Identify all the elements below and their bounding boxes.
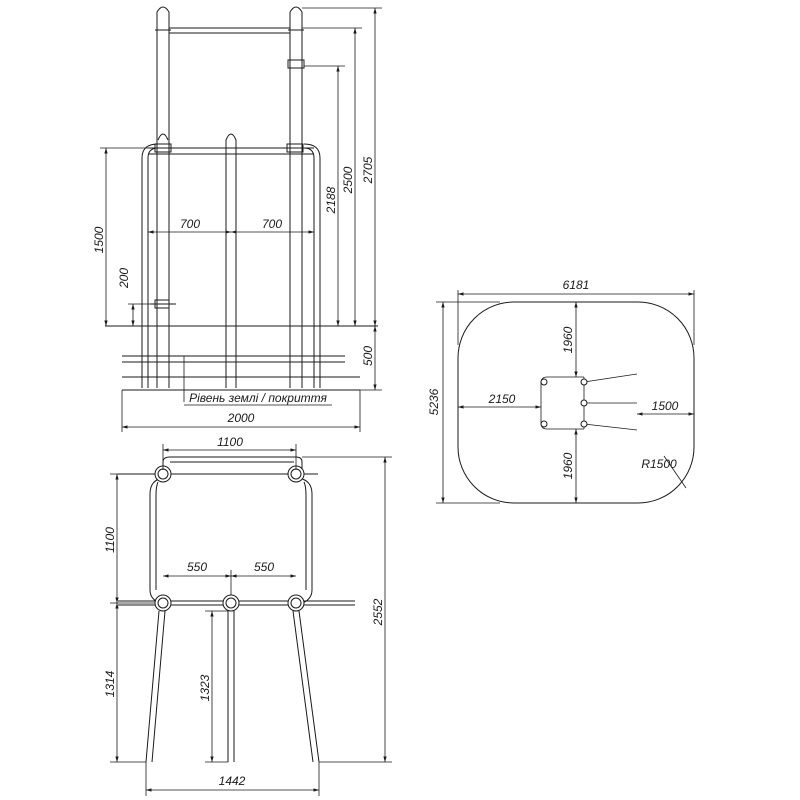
svg-text:2552: 2552 xyxy=(371,598,385,626)
svg-text:1960: 1960 xyxy=(561,326,575,353)
post-circle-top-left xyxy=(154,465,172,483)
svg-text:1500: 1500 xyxy=(652,399,679,413)
rail-right xyxy=(303,147,315,388)
dim-height-mid-bar: 2188 xyxy=(324,66,340,326)
svg-text:700: 700 xyxy=(262,217,282,231)
dim-height-top-bar: 2500 xyxy=(302,27,362,326)
svg-text:1100: 1100 xyxy=(103,527,117,553)
post-circle-top-right xyxy=(287,465,305,483)
mid-bar xyxy=(148,147,314,155)
post-right-tall xyxy=(288,6,304,388)
front-view: 2705 2500 2188 1500 200 5 xyxy=(92,6,382,432)
ground-level-label: Рівень землі / покриття xyxy=(189,391,327,405)
top-view: 1100 1100 550 550 1314 13 xyxy=(103,435,392,796)
dim-span-left: 700 xyxy=(148,217,231,234)
equipment-footprint xyxy=(540,373,638,431)
svg-text:2188: 2188 xyxy=(324,186,338,214)
dim-depth-ground: 500 xyxy=(360,326,382,391)
svg-text:2705: 2705 xyxy=(361,156,375,184)
dim-top-span-left: 550 xyxy=(163,560,231,578)
top-bar xyxy=(169,27,290,34)
svg-text:1442: 1442 xyxy=(219,774,246,788)
dim-zone-left-offset: 2150 xyxy=(458,392,541,409)
dim-height-step: 200 xyxy=(117,268,150,326)
dim-zone-height: 5236 xyxy=(427,301,500,504)
svg-text:6181: 6181 xyxy=(563,278,590,292)
dim-zone-width: 6181 xyxy=(457,278,695,345)
dim-span-right: 700 xyxy=(231,217,314,234)
dim-bottom-width: 1442 xyxy=(145,762,320,796)
svg-text:2150: 2150 xyxy=(488,392,516,406)
post-circle-bottom-left xyxy=(154,594,172,612)
post-left-tall xyxy=(155,6,171,388)
cap-left xyxy=(157,133,169,141)
svg-text:2500: 2500 xyxy=(341,166,355,194)
dim-height-total: 2705 xyxy=(302,7,382,326)
post-middle xyxy=(225,133,237,388)
post-circle-bottom-right xyxy=(287,594,305,612)
dim-zone-top-offset: 1960 xyxy=(561,302,578,377)
dim-zone-radius: R1500 xyxy=(641,457,677,471)
svg-text:1323: 1323 xyxy=(198,674,212,701)
dim-height-side: 1500 xyxy=(92,147,148,326)
svg-text:550: 550 xyxy=(254,560,274,574)
dim-zone-right-offset: 1500 xyxy=(637,399,694,416)
svg-text:1960: 1960 xyxy=(561,452,575,479)
leg-right xyxy=(292,610,320,763)
dim-width-total: 2000 xyxy=(121,390,361,432)
dim-leg-left: 1314 xyxy=(103,603,146,763)
svg-text:5236: 5236 xyxy=(427,388,441,415)
dim-top-span-right: 550 xyxy=(231,560,296,578)
dim-top-total-depth: 2552 xyxy=(302,456,392,763)
rail-left xyxy=(147,147,159,388)
svg-text:1500: 1500 xyxy=(92,226,106,253)
dim-top-width: 1100 xyxy=(162,435,297,470)
dim-top-depth: 1100 xyxy=(103,473,155,604)
dim-leg-mid: 1323 xyxy=(198,610,228,763)
dim-zone-bottom-offset: 1960 xyxy=(561,429,578,503)
svg-text:700: 700 xyxy=(180,217,200,231)
post-circle-bottom-mid xyxy=(222,594,240,612)
svg-text:550: 550 xyxy=(187,560,207,574)
svg-text:1314: 1314 xyxy=(103,670,117,697)
safety-zone: 6181 5236 1960 1960 2150 1500 xyxy=(427,278,695,504)
svg-text:1100: 1100 xyxy=(217,435,243,449)
leg-left xyxy=(145,610,166,763)
svg-text:2000: 2000 xyxy=(227,411,255,425)
radius-leader xyxy=(663,455,687,489)
svg-text:500: 500 xyxy=(361,346,375,366)
clamp-upper xyxy=(287,59,305,69)
leg-mid xyxy=(227,611,235,762)
frame-right xyxy=(297,477,313,605)
svg-text:200: 200 xyxy=(117,268,131,289)
